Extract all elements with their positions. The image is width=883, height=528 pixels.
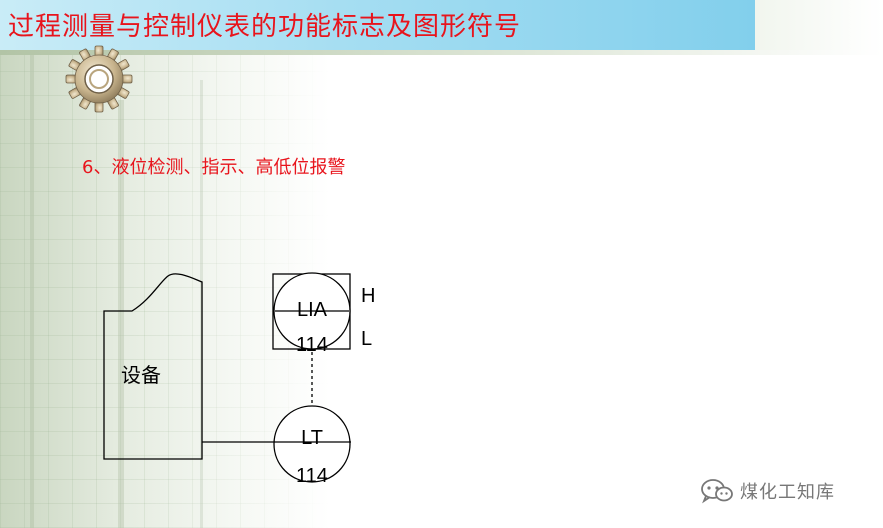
alarm-high-label: H: [361, 285, 375, 307]
watermark-text: 煤化工知库: [740, 482, 835, 503]
slide-title: 过程测量与控制仪表的功能标志及图形符号: [8, 12, 522, 42]
field-instrument-circle: [273, 405, 351, 483]
watermark: 煤化工知库: [700, 476, 835, 506]
background-bar: [118, 100, 124, 528]
vessel-outline: [103, 273, 203, 460]
title-bar-end: [755, 0, 883, 50]
panel-instrument-function: LIA: [297, 299, 328, 321]
field-instrument-tag: 114: [296, 465, 328, 487]
gear-icon: [65, 45, 133, 113]
background-bar: [30, 50, 34, 528]
panel-instrument-tag: 114: [296, 334, 328, 356]
alarm-low-label: L: [361, 328, 372, 350]
title-underline-strip: [0, 50, 883, 55]
title-bar: [0, 0, 755, 50]
section-heading: 6、液位检测、指示、高低位报警: [82, 157, 346, 178]
equipment-label: 设备: [121, 364, 161, 387]
field-instrument-function: LT: [301, 427, 323, 449]
wechat-logo-icon: [701, 479, 733, 504]
